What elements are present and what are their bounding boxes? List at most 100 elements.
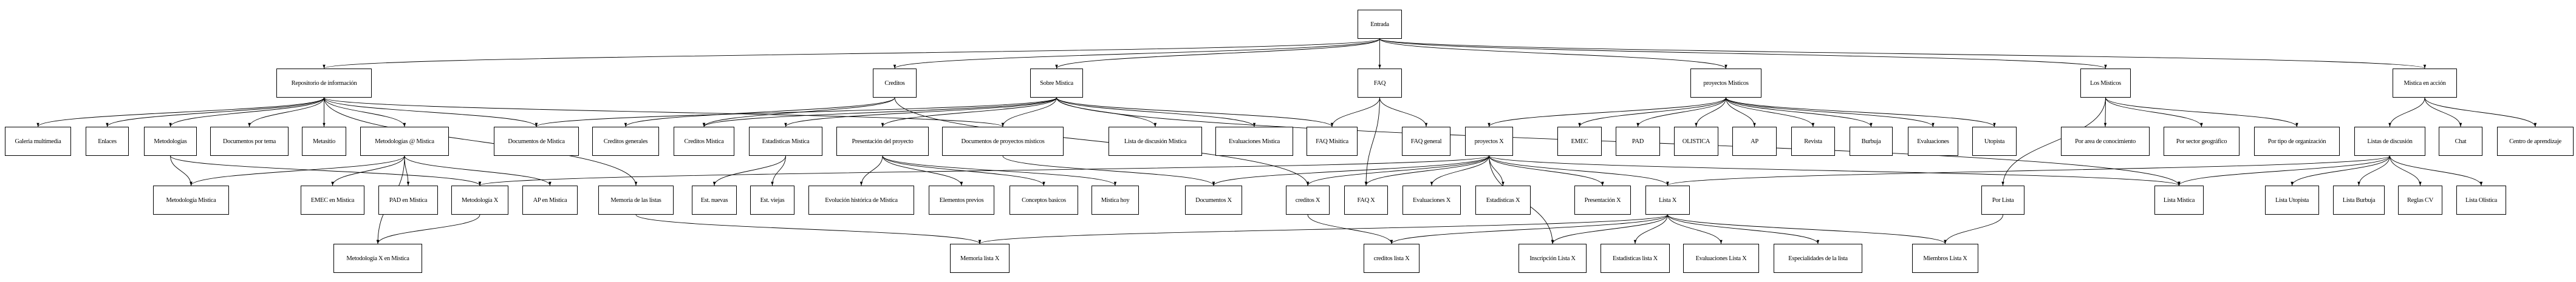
node-porarea: Por area de conocimiento (2061, 127, 2150, 156)
edge-faq-to-faqmistica (1330, 97, 1380, 127)
edge-sobre-to-presentacion (881, 97, 1057, 127)
edge-entrada-to-creditos (893, 38, 1380, 69)
edge-metodm-to-padm (404, 155, 410, 186)
edge-estmistica-to-estnuevas (712, 155, 786, 186)
edge-repositorio-to-metodologias (169, 97, 324, 127)
edge-porlista-to-miembros (1944, 214, 2003, 244)
node-credgen: Creditos generales (592, 127, 659, 156)
edge-entrada-to-accion (1379, 38, 2426, 69)
edge-proyx-to-metx (479, 155, 1489, 186)
node-docsproy: Documentos de proyectos misticos (942, 127, 1064, 156)
node-faq: FAQ (1358, 69, 1402, 98)
node-chat: Chat (2439, 127, 2482, 156)
edge-listax-to-credlistax (1390, 214, 1668, 244)
node-metodm: Metodologías @ Mistica (360, 127, 449, 156)
node-burbuja: Burbuja (1850, 127, 1893, 156)
edge-accion-to-centro (2424, 97, 2537, 127)
edge-faq-to-faqgeneral (1379, 97, 1428, 127)
node-reglascv: Reglas CV (2398, 186, 2442, 215)
edge-entrada-to-proymisticos (1379, 38, 1727, 69)
node-sobre: Sobre Mistica (1030, 69, 1083, 98)
node-faqmistica: FAQ Misitica (1307, 127, 1358, 156)
node-evalx: Evaluaciones X (1402, 186, 1461, 215)
node-docsx: Documentos X (1185, 186, 1242, 215)
node-listadisc: Lista de discusión Mistica (1109, 127, 1202, 156)
node-presentacion: Presentación del proyecto (836, 127, 929, 156)
node-repositorio: Repositorio de información (276, 69, 372, 98)
node-proyx: proyectos X (1465, 127, 1513, 156)
edge-metodologias-to-metx (170, 155, 482, 186)
edge-proyx-to-evalx (1430, 155, 1489, 186)
node-revista: Revista (1791, 127, 1835, 156)
node-evallistax: Evaluaciones Lista X (1683, 244, 1759, 273)
node-listasdisc: Listas de discusión (2354, 127, 2425, 156)
edge-proyx-to-faqx (1364, 155, 1489, 186)
node-losmisticos: Los Misticos (2080, 69, 2131, 98)
edges-layer (36, 38, 2537, 244)
edge-metx-to-metxm (376, 214, 480, 244)
node-memlistax: Memoria lista X (950, 244, 1010, 273)
node-evaluaciones: Evaluaciones (1908, 127, 1958, 156)
node-miembros: Miembros Lista X (1912, 244, 1978, 273)
node-docsmistica: Documentos de Mistica (494, 127, 579, 156)
node-padm: PAD en Mistica (378, 186, 438, 215)
edge-creditosx-to-credlistax (1307, 214, 1393, 244)
edge-repositorio-to-docstema (248, 97, 324, 127)
node-presx: Presentación X (1574, 186, 1631, 215)
node-proymisticos: proyectos Misticos (1690, 69, 1761, 98)
node-accion: Mistica en acción (2393, 69, 2457, 98)
edge-sobre-to-evalmistica (1056, 97, 1256, 127)
edge-estmistica-to-estviejas (771, 155, 786, 186)
node-listamistica: Lista Mistica (2154, 186, 2204, 215)
node-evalmistica: Evaluaciones Mistica (1215, 127, 1293, 156)
node-utopista: Utopista (1972, 127, 2017, 156)
edge-creditos-to-credgen (624, 97, 895, 127)
edge-accion-to-chat (2424, 97, 2462, 127)
node-inscripcion: Inscripción Lista X (1519, 244, 1587, 273)
node-centro: Centro de aprendizaje (2497, 127, 2574, 156)
edge-sobre-to-docsmistica (535, 97, 1057, 127)
edge-proyx-to-listamistica (1489, 155, 2181, 186)
node-metxm: Metodología X en Mistica (333, 244, 422, 273)
edge-proymisticos-to-revista (1726, 97, 1815, 127)
edge-repositorio-to-enlaces (106, 97, 324, 127)
node-portipo: Por tipo de organización (2254, 127, 2340, 156)
edge-listax-to-especialidades (1667, 214, 1820, 244)
node-estmistica: Estadisticas Mistica (749, 127, 822, 156)
node-metasitio: Metasitio (302, 127, 346, 156)
edge-metodm-to-emecm (331, 155, 405, 186)
edge-listax-to-inscripcion (1551, 214, 1668, 244)
node-estlistax: Estadisticas lista X (1601, 244, 1670, 273)
edge-entrada-to-losmisticos (1379, 38, 2107, 69)
edge-repositorio-to-galeria (36, 97, 324, 127)
node-listaolistica: Lista Olistica (2456, 186, 2506, 215)
edge-proymisticos-to-proyx (1488, 97, 1726, 127)
edge-presentacion-to-evolucion (859, 155, 883, 186)
node-metodologias: Metodologías (144, 127, 197, 156)
node-ap: AP (1732, 127, 1777, 156)
edge-creditos-to-creditosx (894, 97, 1310, 186)
edge-accion-to-listasdisc (2388, 97, 2425, 127)
edge-listasdisc-to-listautopista (2291, 155, 2390, 186)
node-estnuevas: Est. nuevas (692, 186, 737, 215)
edge-metodologias-to-metmistica (170, 155, 193, 186)
edge-proyx-to-creditosx (1306, 155, 1489, 186)
edge-losmisticos-to-porarea (2103, 97, 2107, 127)
edge-proymisticos-to-ap (1726, 97, 1756, 127)
edge-entrada-to-sobre (1055, 38, 1380, 69)
edge-memlistas-to-memlistax (635, 214, 982, 244)
edge-listax-to-estlistax (1633, 214, 1668, 244)
edge-losmisticos-to-porlista (2001, 97, 2106, 186)
edge-proymisticos-to-burbuja (1726, 97, 1873, 127)
node-elementos: Elementos previos (929, 186, 994, 215)
edge-metodm-to-apm (404, 155, 552, 186)
node-olistica: OLISTICA (1674, 127, 1718, 156)
edge-repositorio-to-metodm (324, 97, 406, 127)
edge-proyx-to-listax (1489, 155, 1669, 186)
node-credmistica: Creditos Mistica (674, 127, 734, 156)
node-apm: AP en Mistica (522, 186, 578, 215)
edge-proymisticos-to-evaluaciones (1726, 97, 1935, 127)
node-creditos: Creditos (873, 69, 917, 98)
node-pad: PAD (1616, 127, 1660, 156)
node-listaburbuja: Lista Burbuja (2333, 186, 2385, 215)
